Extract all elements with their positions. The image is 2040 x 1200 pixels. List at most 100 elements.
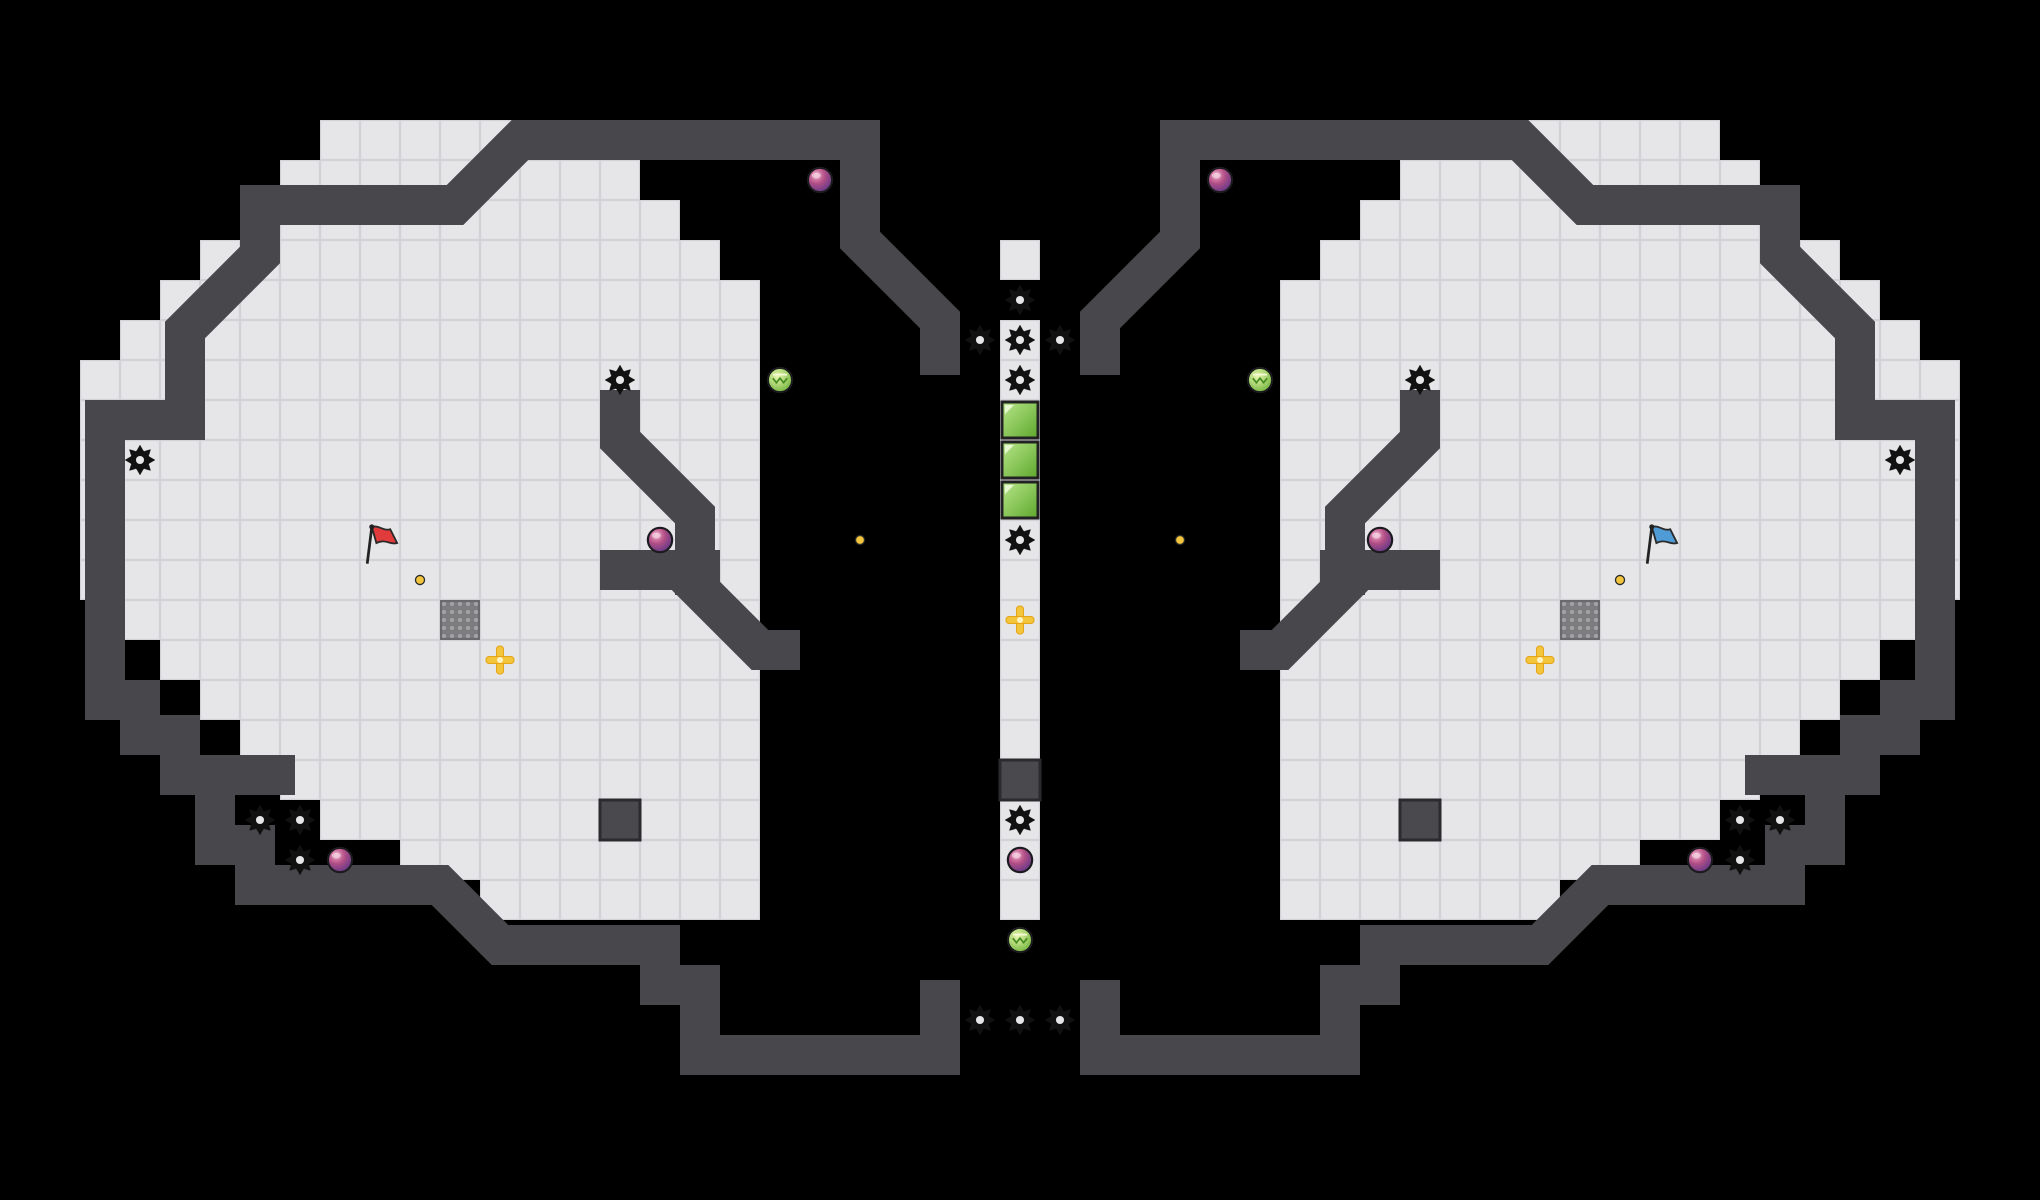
floor-tile	[320, 799, 361, 840]
floor-tile	[119, 519, 160, 560]
spike-icon	[964, 324, 996, 356]
spike-icon	[1004, 324, 1036, 356]
gate-block-icon	[1000, 440, 1040, 480]
floor-tile	[1279, 400, 1320, 441]
floor-tile	[1519, 360, 1560, 401]
floor-tile	[1479, 599, 1520, 640]
floor-tile	[1519, 679, 1560, 720]
floor-tile	[320, 639, 361, 680]
floor-tile	[1439, 280, 1480, 321]
floor-tile	[1599, 400, 1640, 441]
floor-tile	[719, 360, 760, 401]
floor-tile	[280, 240, 321, 281]
arena-walls	[85, 120, 1955, 1075]
spike-icon	[1044, 324, 1076, 356]
floor-tile	[1439, 360, 1480, 401]
floor-tile	[1559, 440, 1600, 481]
floor-tile	[1479, 280, 1520, 321]
floor-tile	[280, 519, 321, 560]
floor-tile	[559, 719, 600, 760]
floor-tile	[1559, 759, 1600, 800]
floor-tile	[360, 119, 401, 160]
floor-tile	[320, 119, 361, 160]
floor-tile	[240, 599, 281, 640]
floor-tile	[1639, 599, 1680, 640]
floor-tile	[599, 160, 640, 201]
floor-tile	[679, 360, 720, 401]
floor-tile	[1599, 480, 1640, 521]
speed-boost-icon	[1246, 366, 1274, 394]
floor-tile	[679, 759, 720, 800]
floor-tile	[1479, 480, 1520, 521]
floor-tile	[1279, 839, 1320, 880]
floor-tile	[160, 480, 201, 521]
floor-tile	[1439, 839, 1480, 880]
floor-tile	[679, 679, 720, 720]
floor-tile	[1559, 559, 1600, 600]
floor-tile	[1279, 360, 1320, 401]
floor-tile	[1439, 559, 1480, 600]
floor-tile	[519, 599, 560, 640]
floor-tile	[519, 440, 560, 481]
floor-tile	[1679, 719, 1720, 760]
floor-tile	[1519, 839, 1560, 880]
spike-icon	[1724, 804, 1756, 836]
floor-tile	[559, 280, 600, 321]
floor-tile	[599, 240, 640, 281]
floor-tile	[1559, 400, 1600, 441]
floor-tile	[1479, 799, 1520, 840]
floor-tile	[400, 119, 441, 160]
floor-tile	[1439, 320, 1480, 361]
floor-tile	[1439, 519, 1480, 560]
floor-tile	[639, 719, 680, 760]
floor-tile	[440, 320, 481, 361]
floor-tile	[559, 639, 600, 680]
floor-tile	[200, 639, 241, 680]
floor-tile	[1879, 519, 1920, 560]
floor-tile	[1319, 879, 1360, 920]
floor-tile	[1479, 440, 1520, 481]
floor-tile	[1519, 480, 1560, 521]
floor-tile	[1519, 799, 1560, 840]
floor-tile	[1439, 200, 1480, 241]
interior-wall	[1325, 390, 1440, 595]
floor-tile	[1319, 639, 1360, 680]
floor-tile	[360, 719, 401, 760]
floor-tile	[119, 559, 160, 600]
floor-tile	[1759, 440, 1800, 481]
floor-tile	[519, 799, 560, 840]
interior-wall	[600, 390, 715, 595]
floor-tile	[1559, 679, 1600, 720]
floor-tile	[320, 559, 361, 600]
floor-tile	[519, 679, 560, 720]
floor-tile	[1759, 679, 1800, 720]
spike-icon	[1724, 844, 1756, 876]
floor-tile	[559, 320, 600, 361]
floor-tile	[1639, 799, 1680, 840]
floor-tile	[719, 400, 760, 441]
floor-tile	[280, 280, 321, 321]
floor-tile	[1359, 599, 1400, 640]
spike-icon	[284, 844, 316, 876]
floor-tile	[1439, 799, 1480, 840]
floor-tile	[480, 759, 521, 800]
floor-tile	[160, 599, 201, 640]
floor-tile	[1359, 759, 1400, 800]
floor-tile	[1319, 759, 1360, 800]
floor-tile	[519, 240, 560, 281]
floor-tile	[1679, 519, 1720, 560]
floor-tile	[679, 799, 720, 840]
floor-tile	[1719, 719, 1760, 760]
floor-tile	[599, 200, 640, 241]
floor-tile	[679, 719, 720, 760]
bomb-icon	[1614, 574, 1626, 586]
floor-tile	[440, 679, 481, 720]
floor-tile	[1879, 480, 1920, 521]
floor-tile	[719, 320, 760, 361]
floor-tile	[1719, 599, 1760, 640]
wall-block	[998, 758, 1042, 802]
floor-tile	[1319, 679, 1360, 720]
powerup-orb-icon	[1206, 166, 1234, 194]
spike-icon	[1004, 804, 1036, 836]
floor-tile	[160, 440, 201, 481]
